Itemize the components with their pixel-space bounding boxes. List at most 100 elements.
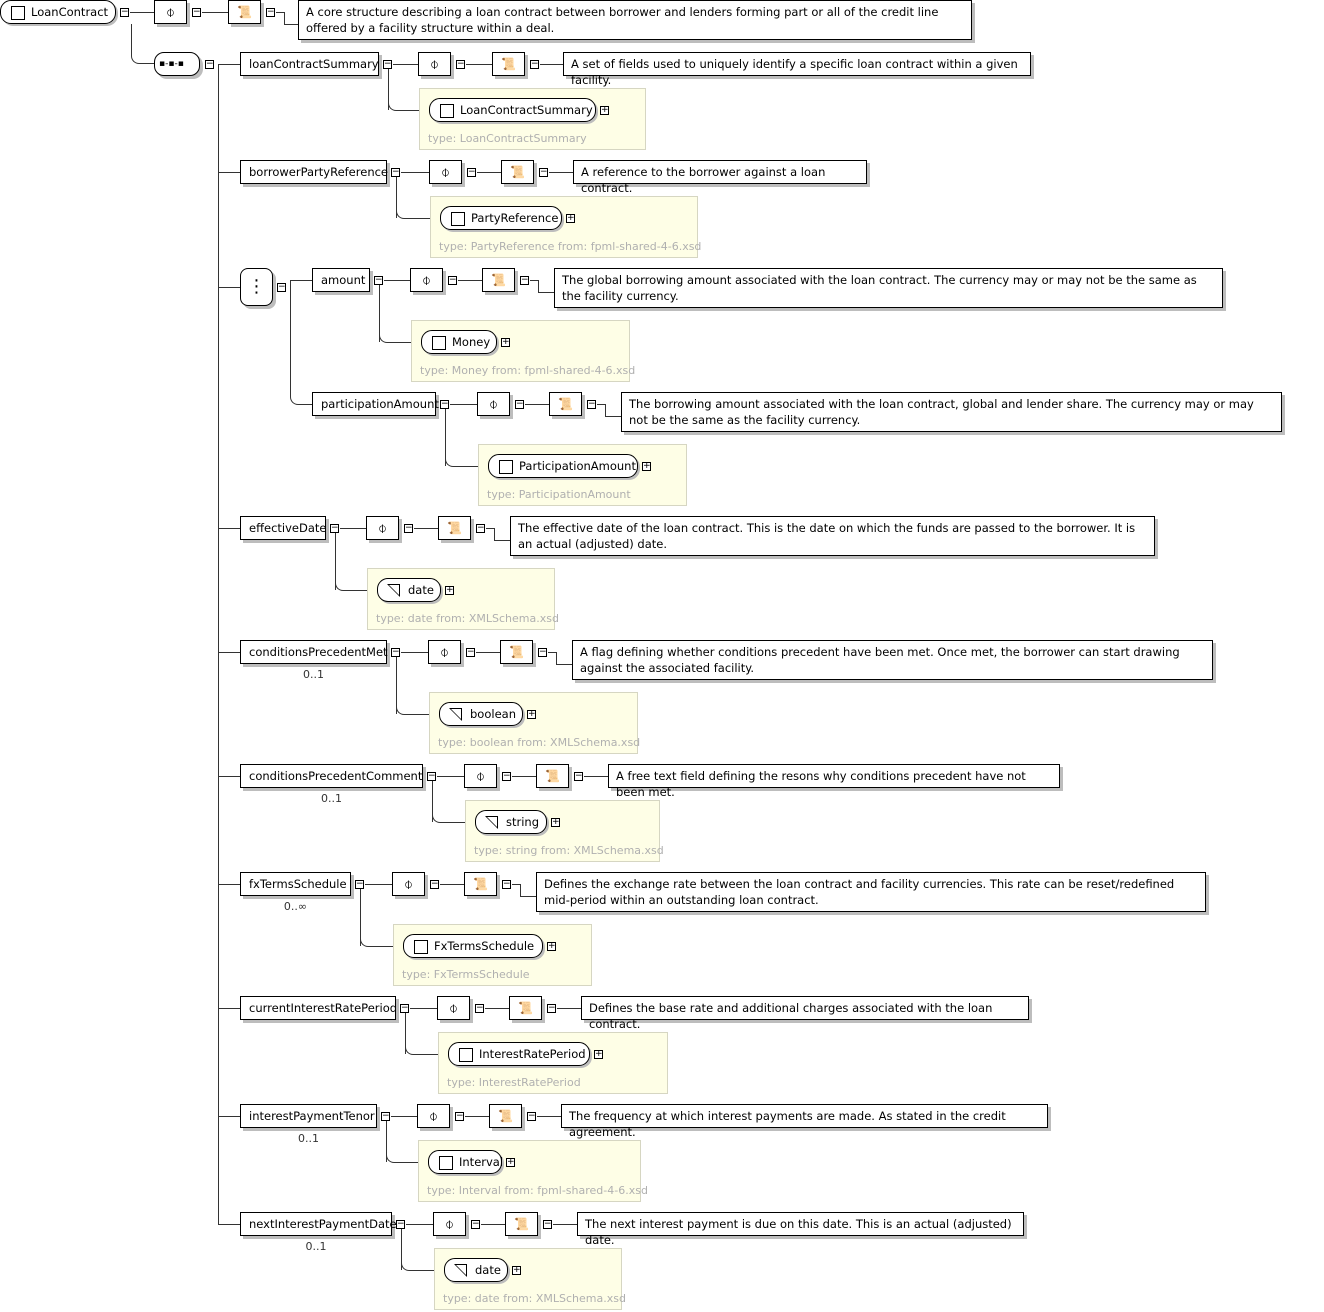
- annotation-paperclip-icon[interactable]: ⌽: [477, 392, 510, 416]
- collapse-icon[interactable]: −: [539, 167, 548, 177]
- element-conditionsPrecedentComment[interactable]: conditionsPrecedentComment: [240, 764, 423, 788]
- annotation-paperclip-icon[interactable]: ⌽: [366, 516, 399, 540]
- annotation-paperclip-icon[interactable]: ⌽: [433, 1212, 466, 1236]
- collapse-icon[interactable]: −: [515, 399, 524, 409]
- element-participationAmount[interactable]: participationAmount: [312, 392, 439, 416]
- element-loanContractSummary[interactable]: loanContractSummary: [240, 52, 379, 76]
- collapse-icon[interactable]: −: [502, 879, 511, 889]
- documentation-scroll-icon[interactable]: 📜: [500, 640, 533, 664]
- type-name: FxTermsSchedule: [434, 939, 535, 953]
- collapse-icon[interactable]: −: [547, 1003, 556, 1013]
- element-amount[interactable]: amount: [312, 268, 370, 292]
- annotation-paperclip-icon[interactable]: ⌽: [418, 52, 451, 76]
- collapse-icon[interactable]: −: [574, 771, 583, 781]
- collapse-icon[interactable]: −: [400, 1003, 409, 1013]
- collapse-icon[interactable]: −: [120, 7, 129, 17]
- documentation-scroll-icon[interactable]: 📜: [464, 872, 497, 896]
- element-conditionsPrecedentMet[interactable]: conditionsPrecedentMet: [240, 640, 388, 664]
- root-element-loancontract[interactable]: LoanContract: [0, 0, 116, 24]
- element-effectiveDate[interactable]: effectiveDate: [240, 516, 326, 540]
- type-LoanContractSummary[interactable]: LoanContractSummary: [429, 98, 596, 122]
- annotation-paperclip-icon[interactable]: ⌽: [464, 764, 497, 788]
- expand-icon[interactable]: +: [566, 213, 575, 223]
- collapse-icon[interactable]: −: [391, 167, 400, 177]
- type-ParticipationAmount[interactable]: ParticipationAmount: [488, 454, 638, 478]
- choice-icon[interactable]: ⋮: [240, 268, 273, 306]
- collapse-icon[interactable]: −: [381, 1111, 390, 1121]
- documentation-scroll-icon[interactable]: 📜: [228, 0, 261, 24]
- documentation-scroll-icon[interactable]: 📜: [501, 160, 534, 184]
- annotation-paperclip-icon[interactable]: ⌽: [428, 640, 461, 664]
- type-date[interactable]: date: [444, 1258, 508, 1282]
- collapse-icon[interactable]: −: [355, 879, 364, 889]
- annotation-paperclip-icon[interactable]: ⌽: [392, 872, 425, 896]
- documentation-scroll-icon[interactable]: 📜: [536, 764, 569, 788]
- expand-icon[interactable]: +: [506, 1157, 515, 1167]
- documentation-scroll-icon[interactable]: 📜: [482, 268, 515, 292]
- collapse-icon[interactable]: −: [520, 275, 529, 285]
- type-string[interactable]: string: [475, 810, 547, 834]
- collapse-icon[interactable]: −: [266, 7, 275, 17]
- element-fxTermsSchedule[interactable]: fxTermsSchedule: [240, 872, 351, 896]
- collapse-icon[interactable]: −: [587, 399, 596, 409]
- collapse-icon[interactable]: −: [475, 1003, 484, 1013]
- expand-icon[interactable]: +: [445, 585, 454, 595]
- documentation-scroll-icon[interactable]: 📜: [505, 1212, 538, 1236]
- collapse-icon[interactable]: −: [456, 59, 465, 69]
- collapse-icon[interactable]: −: [440, 399, 449, 409]
- type-PartyReference[interactable]: PartyReference: [440, 206, 562, 230]
- collapse-icon[interactable]: −: [396, 1219, 405, 1229]
- documentation-scroll-icon[interactable]: 📜: [549, 392, 582, 416]
- annotation-paperclip-icon[interactable]: ⌽: [154, 0, 187, 24]
- collapse-icon[interactable]: −: [277, 282, 286, 292]
- annotation-paperclip-icon[interactable]: ⌽: [410, 268, 443, 292]
- connector-line: [540, 64, 548, 65]
- collapse-icon[interactable]: −: [330, 523, 339, 533]
- expand-icon[interactable]: +: [551, 817, 560, 827]
- collapse-icon[interactable]: −: [471, 1219, 480, 1229]
- element-nextInterestPaymentDate[interactable]: nextInterestPaymentDate: [240, 1212, 397, 1236]
- collapse-icon[interactable]: −: [530, 59, 539, 69]
- collapse-icon[interactable]: −: [383, 59, 392, 69]
- collapse-icon[interactable]: −: [466, 647, 475, 657]
- collapse-icon[interactable]: −: [427, 771, 436, 781]
- collapse-icon[interactable]: −: [192, 7, 201, 17]
- collapse-icon[interactable]: −: [448, 275, 457, 285]
- collapse-icon[interactable]: −: [467, 167, 476, 177]
- collapse-icon[interactable]: −: [391, 647, 400, 657]
- element-borrowerPartyReference[interactable]: borrowerPartyReference: [240, 160, 388, 184]
- type-InterestRatePeriod[interactable]: InterestRatePeriod: [448, 1042, 590, 1066]
- collapse-icon[interactable]: −: [430, 879, 439, 889]
- type-Interval[interactable]: Interval: [428, 1150, 503, 1174]
- collapse-icon[interactable]: −: [538, 647, 547, 657]
- expand-icon[interactable]: +: [594, 1049, 603, 1059]
- collapse-icon[interactable]: −: [205, 59, 214, 69]
- type-boolean[interactable]: boolean: [439, 702, 523, 726]
- type-Money[interactable]: Money: [421, 330, 497, 354]
- collapse-icon[interactable]: −: [404, 523, 413, 533]
- expand-icon[interactable]: +: [512, 1265, 521, 1275]
- collapse-icon[interactable]: −: [527, 1111, 536, 1121]
- type-FxTermsSchedule[interactable]: FxTermsSchedule: [403, 934, 543, 958]
- element-interestPaymentTenor[interactable]: interestPaymentTenor: [240, 1104, 377, 1128]
- documentation-scroll-icon[interactable]: 📜: [509, 996, 542, 1020]
- collapse-icon[interactable]: −: [455, 1111, 464, 1121]
- expand-icon[interactable]: +: [527, 709, 536, 719]
- annotation-paperclip-icon[interactable]: ⌽: [417, 1104, 450, 1128]
- collapse-icon[interactable]: −: [543, 1219, 552, 1229]
- sequence-icon[interactable]: ▪-▪-▪: [154, 52, 200, 76]
- documentation-scroll-icon[interactable]: 📜: [438, 516, 471, 540]
- documentation-scroll-icon[interactable]: 📜: [492, 52, 525, 76]
- expand-icon[interactable]: +: [547, 941, 556, 951]
- collapse-icon[interactable]: −: [502, 771, 511, 781]
- expand-icon[interactable]: +: [642, 461, 651, 471]
- annotation-paperclip-icon[interactable]: ⌽: [437, 996, 470, 1020]
- collapse-icon[interactable]: −: [374, 275, 383, 285]
- annotation-paperclip-icon[interactable]: ⌽: [429, 160, 462, 184]
- collapse-icon[interactable]: −: [476, 523, 485, 533]
- documentation-scroll-icon[interactable]: 📜: [489, 1104, 522, 1128]
- element-currentInterestRatePeriod[interactable]: currentInterestRatePeriod: [240, 996, 397, 1020]
- type-date[interactable]: date: [377, 578, 441, 602]
- expand-icon[interactable]: +: [501, 337, 510, 347]
- expand-icon[interactable]: +: [600, 105, 609, 115]
